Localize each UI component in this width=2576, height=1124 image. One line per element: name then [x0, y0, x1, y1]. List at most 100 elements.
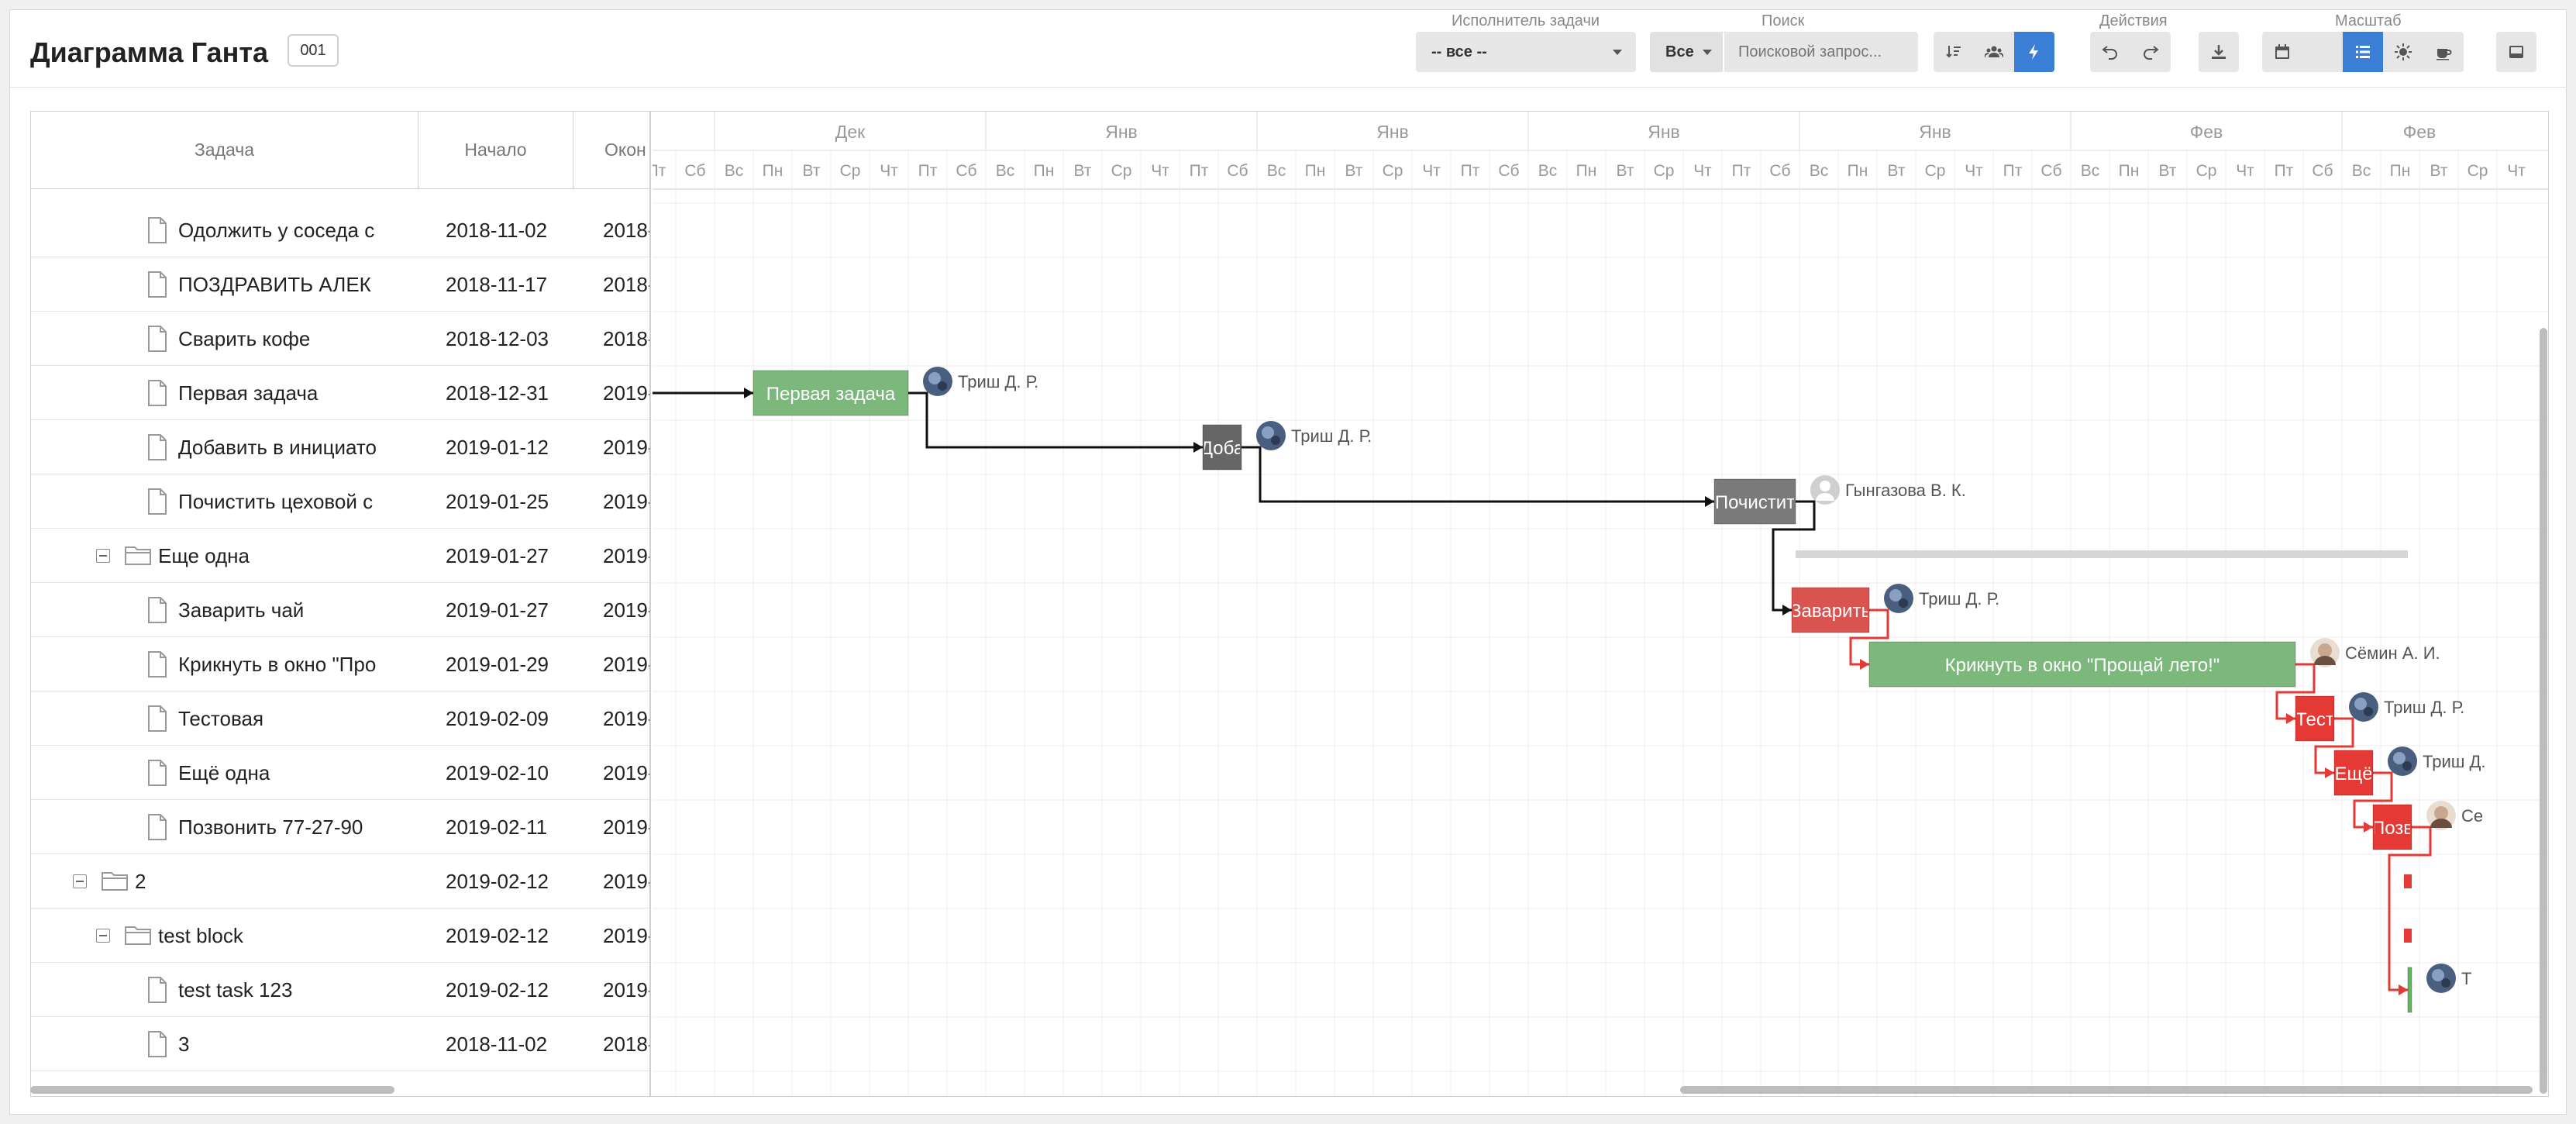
column-header-start[interactable]: Начало — [418, 112, 573, 189]
default-avatar-head — [1820, 481, 1830, 491]
task-table: Задача Начало Окон Одолжить у соседа с 20… — [31, 112, 651, 1096]
task-bar-label: Крикнуть в окно "Прощай лето!" — [1945, 655, 2220, 676]
search-input[interactable] — [1724, 32, 1918, 72]
assignee-name: Се — [2461, 806, 2483, 826]
critical-link — [2275, 663, 2316, 720]
timeline-horizontal-scrollbar[interactable] — [1680, 1086, 2533, 1094]
day-label: Вт — [803, 162, 821, 180]
file-icon — [147, 705, 167, 736]
assignee-select[interactable]: -- все -- — [1416, 32, 1636, 72]
task-end-date: 2019- — [603, 978, 649, 1002]
task-bar[interactable]: Первая задача — [752, 370, 909, 416]
task-bar[interactable]: Позв — [2371, 804, 2413, 850]
sun-icon — [2395, 43, 2412, 60]
collapse-toggle[interactable] — [96, 549, 110, 563]
avatar-detail — [1889, 589, 1902, 602]
task-name: Тестовая — [178, 707, 264, 730]
task-bar[interactable]: Тест — [2295, 695, 2335, 742]
export-button[interactable] — [2199, 32, 2239, 72]
month-label: Янв — [1919, 122, 1951, 142]
task-end-date: 2018- — [603, 219, 649, 242]
critical-path-button[interactable] — [2014, 32, 2054, 72]
group-by-users-button[interactable] — [1974, 32, 2014, 72]
search-scope-value: Все — [1665, 43, 1694, 60]
task-bar[interactable]: Ещё — [2333, 750, 2374, 796]
dependency-link — [1772, 500, 1816, 612]
task-bar[interactable]: Почистит — [1713, 478, 1796, 525]
day-label: Пн — [2390, 162, 2411, 180]
task-name: Одолжить у соседа с — [178, 219, 375, 242]
vertical-scrollbar[interactable] — [2540, 328, 2547, 1094]
collapse-toggle[interactable] — [96, 929, 110, 943]
collapse-toggle[interactable] — [73, 874, 87, 888]
task-end-date: 2018- — [603, 1033, 649, 1056]
sort-button[interactable] — [1934, 32, 1974, 72]
search-label: Поиск — [1762, 12, 1805, 29]
task-bar-rect — [1868, 641, 2296, 688]
undo-button[interactable] — [2090, 32, 2130, 72]
task-end-date: 2019- — [603, 381, 649, 405]
scale-coffee-button[interactable] — [2423, 32, 2464, 72]
download-icon — [2212, 45, 2226, 59]
scale-list-button[interactable] — [2343, 32, 2383, 72]
task-bar-rect — [1791, 587, 1870, 633]
task-name: 3 — [178, 1033, 190, 1056]
day-label: Чт — [1151, 162, 1169, 180]
project-badge[interactable]: 001 — [288, 34, 339, 67]
task-bar[interactable]: Крикнуть в окно "Прощай лето!" — [1868, 641, 2296, 688]
scale-label: Масштаб — [2335, 12, 2402, 29]
task-bar-rect — [752, 370, 909, 416]
critical-link-arrow — [1860, 659, 1869, 670]
day-label: Вт — [1617, 162, 1634, 180]
task-bar[interactable] — [2407, 967, 2412, 1013]
task-bar[interactable]: Доба — [1200, 424, 1245, 471]
task-start-date: 2019-02-12 — [446, 978, 549, 1002]
task-name: Позвонить 77-27-90 — [178, 815, 363, 839]
avatar-detail — [928, 372, 941, 384]
table-horizontal-scrollbar[interactable] — [30, 1086, 394, 1094]
task-name: Заварить чай — [178, 598, 305, 622]
column-header-task[interactable]: Задача — [31, 112, 418, 189]
critical-link-arrow — [2364, 822, 2373, 833]
redo-button[interactable] — [2130, 32, 2171, 72]
search-scope-select[interactable]: Все — [1650, 32, 1723, 72]
day-label: Пн — [763, 162, 783, 180]
file-icon — [147, 760, 167, 790]
fullscreen-button[interactable] — [2496, 32, 2536, 72]
task-name: Почистить цеховой с — [178, 490, 374, 513]
month-label: Дек — [835, 122, 866, 142]
scale-night-button[interactable] — [2302, 32, 2343, 72]
critical-link — [2314, 717, 2354, 774]
assignee-name: Триш Д. Р. — [958, 372, 1038, 391]
dependency-link-arrow — [1193, 442, 1203, 453]
file-icon — [147, 488, 167, 519]
day-label: Вт — [2430, 162, 2448, 180]
scale-day-button[interactable] — [2262, 32, 2302, 72]
day-label: Чт — [2236, 162, 2254, 180]
file-icon — [147, 977, 167, 1007]
day-label: Ср — [2196, 162, 2217, 180]
scale-sun-button[interactable] — [2383, 32, 2423, 72]
day-label: Вт — [1345, 162, 1363, 180]
column-header-end[interactable]: Окон — [573, 112, 649, 189]
task-bar[interactable]: Заварить — [1790, 587, 1871, 633]
list-icon — [2356, 46, 2370, 58]
window-icon — [2509, 46, 2523, 58]
task-bar-rect — [1202, 424, 1242, 471]
